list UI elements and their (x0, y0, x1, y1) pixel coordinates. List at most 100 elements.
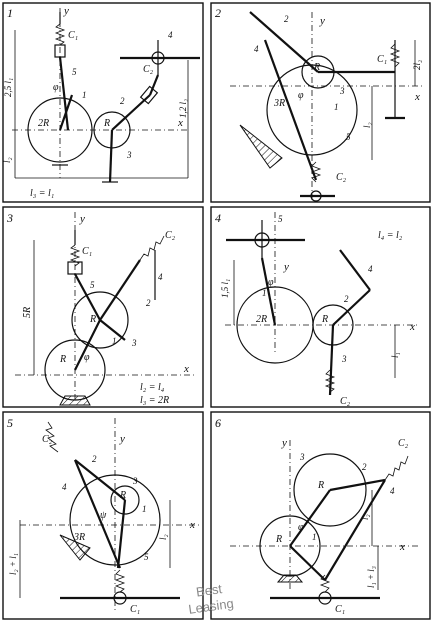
svg-text:R: R (321, 314, 328, 325)
svg-text:φ: φ (268, 277, 274, 288)
watermark-line2: Leasing (187, 596, 234, 617)
cond: l₃ = l₁ (30, 188, 54, 199)
svg-text:C₁: C₁ (377, 54, 387, 65)
svg-text:y: y (119, 433, 125, 445)
svg-text:y: y (281, 437, 287, 449)
svg-text:C₁: C₁ (130, 604, 140, 615)
svg-text:1: 1 (262, 288, 267, 298)
svg-text:R: R (317, 480, 324, 491)
watermark-line1: Best (195, 581, 223, 600)
svg-text:C₂: C₂ (398, 438, 409, 449)
x-axis-label: x (177, 117, 183, 129)
label-c1: C₁ (68, 30, 78, 41)
svg-text:R: R (119, 490, 126, 501)
svg-text:3R: 3R (73, 532, 85, 543)
panel-number: 2 (215, 6, 221, 20)
y-axis-label: y (63, 5, 69, 17)
panel-3: 3 y x 5R l₂ = l₄ l₃ = 2R C₁ C₂ R R φ 1 2… (6, 211, 195, 406)
svg-text:1: 1 (112, 336, 117, 346)
svg-text:5: 5 (278, 214, 283, 224)
svg-text:5R: 5R (22, 307, 33, 318)
svg-text:2: 2 (362, 462, 367, 472)
svg-text:ψ: ψ (100, 510, 107, 521)
svg-text:x: x (409, 321, 415, 333)
svg-text:1: 1 (334, 102, 339, 112)
svg-text:5: 5 (144, 552, 149, 562)
svg-text:C₁: C₁ (335, 604, 345, 615)
svg-text:l₁: l₁ (390, 352, 400, 358)
svg-text:3R: 3R (273, 98, 285, 109)
panel-6: 6 y x l₂ l₁ + l₃ C₂ C₁ R R φ 1 2 3 4 (215, 416, 420, 615)
svg-text:2l₂: 2l₂ (412, 60, 422, 70)
svg-text:3: 3 (126, 150, 132, 160)
panel-2: 2 y x 2l₂ l₂ C₁ C₂ R 3R φ 1 2 3 4 (215, 6, 425, 202)
spring-c1 (54, 23, 66, 46)
svg-text:x: x (414, 91, 420, 103)
dim-right: 1,2 l₂ (178, 99, 188, 118)
svg-text:3: 3 (131, 338, 137, 348)
panel-number: 5 (7, 416, 13, 430)
svg-text:l₃ = 2R: l₃ = 2R (140, 395, 169, 406)
svg-text:1: 1 (82, 90, 87, 100)
svg-text:x: x (189, 519, 195, 531)
svg-text:5: 5 (90, 280, 95, 290)
svg-text:4: 4 (390, 486, 395, 496)
panel-5: 5 y x l₂ + l₁ l₂ C₂ C₁ R 3R ψ 1 2 3 4 5 (7, 416, 200, 615)
svg-text:l₂: l₂ (158, 534, 168, 540)
panel-number: 6 (215, 416, 221, 430)
svg-text:5: 5 (346, 132, 351, 142)
svg-text:R: R (59, 354, 66, 365)
svg-text:l₄ = l₂: l₄ = l₂ (378, 230, 403, 241)
svg-text:y: y (283, 261, 289, 273)
panel-1: 1 y x 2,5 l₁ l₂ 1,2 l₂ (2, 5, 200, 199)
svg-text:5: 5 (72, 67, 77, 77)
svg-text:2: 2 (92, 454, 97, 464)
svg-text:l₂ + l₁: l₂ + l₁ (8, 553, 18, 575)
svg-text:2R: 2R (256, 314, 267, 325)
svg-text:3: 3 (132, 476, 138, 486)
svg-text:4: 4 (62, 482, 67, 492)
dim-low: l₂ (2, 157, 12, 163)
svg-text:φ: φ (298, 522, 304, 533)
svg-text:C₂: C₂ (336, 172, 347, 183)
svg-text:φ: φ (84, 352, 90, 363)
svg-text:4: 4 (254, 44, 259, 54)
svg-text:3: 3 (339, 86, 345, 96)
svg-text:x: x (399, 541, 405, 553)
svg-text:1: 1 (312, 532, 317, 542)
svg-text:4: 4 (168, 30, 173, 40)
svg-text:R: R (89, 314, 96, 325)
svg-text:x: x (183, 363, 189, 375)
panel-number: 3 (6, 211, 13, 225)
panel-number: 1 (7, 6, 13, 20)
svg-text:C₁: C₁ (82, 246, 92, 257)
svg-text:φ: φ (298, 90, 304, 101)
svg-text:3: 3 (341, 354, 347, 364)
svg-text:1,5 l₁: 1,5 l₁ (220, 279, 230, 298)
svg-text:C₂: C₂ (42, 434, 53, 445)
svg-text:l₂: l₂ (362, 122, 372, 128)
svg-text:l₂ = l₄: l₂ = l₄ (140, 382, 165, 393)
svg-text:4: 4 (158, 272, 163, 282)
label-2r: 2R (38, 118, 49, 129)
label-phi: φ (53, 82, 59, 93)
svg-text:R: R (275, 534, 282, 545)
svg-text:2: 2 (146, 298, 151, 308)
svg-text:3: 3 (299, 452, 305, 462)
svg-text:l₂: l₂ (360, 514, 370, 520)
svg-text:2: 2 (120, 96, 125, 106)
svg-text:C₂: C₂ (165, 230, 176, 241)
panel-4: 4 y x 1,5 l₁ l₁ l₄ = l₂ C₂ 2R R φ 1 2 3 … (215, 211, 420, 407)
label-c2: C₂ (143, 64, 154, 75)
svg-text:2: 2 (344, 294, 349, 304)
wheel-big (27, 97, 93, 163)
panel-number: 4 (215, 211, 221, 225)
svg-text:2: 2 (284, 14, 289, 24)
svg-text:y: y (319, 15, 325, 27)
svg-text:l₁ + l₃: l₁ + l₃ (366, 566, 376, 588)
svg-text:R: R (313, 62, 320, 73)
svg-text:y: y (79, 213, 85, 225)
label-r: R (103, 118, 110, 129)
dim-left: 2,5 l₁ (3, 78, 13, 97)
